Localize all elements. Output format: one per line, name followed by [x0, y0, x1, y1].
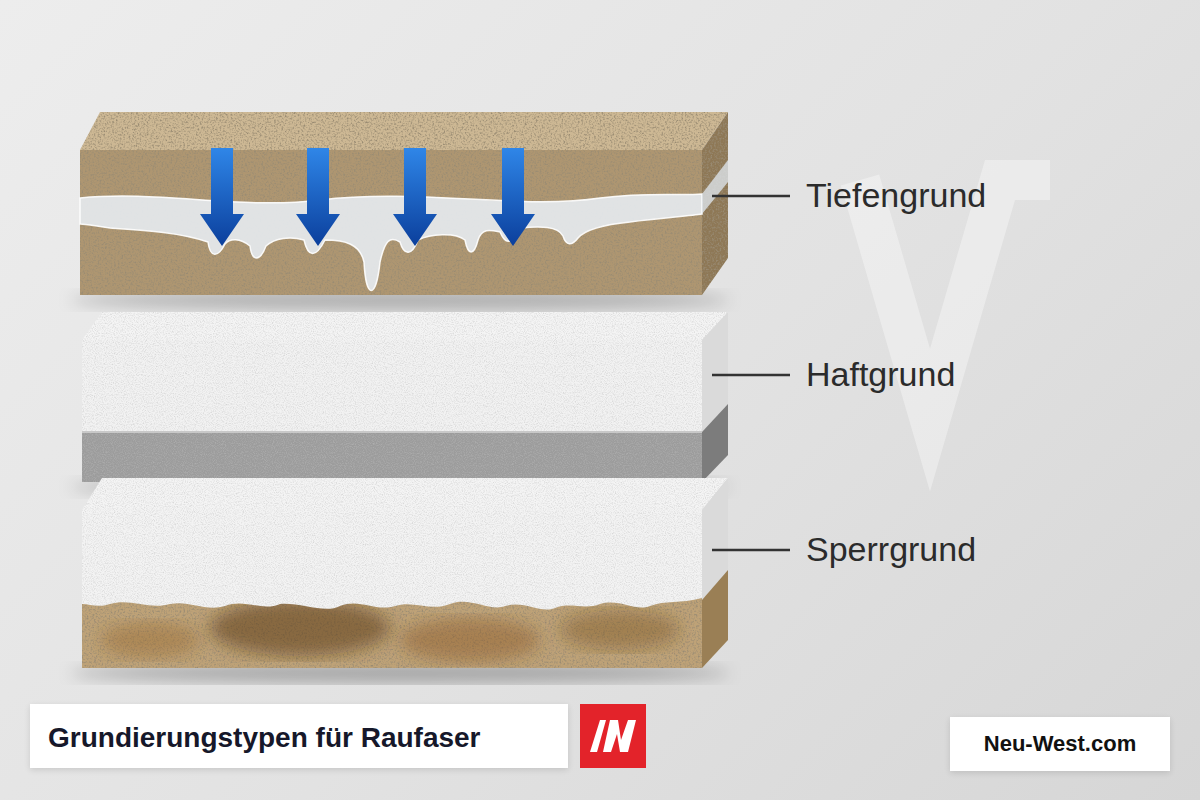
leader-line [712, 549, 790, 552]
leader-line [712, 195, 790, 198]
smooth-substrate-brick [82, 312, 728, 482]
brand-text: Neu-West.com [984, 731, 1136, 757]
title-box: Grundierungstypen für Raufaser [30, 704, 568, 768]
penetration-arrow [296, 148, 340, 246]
brand-logo [580, 704, 646, 768]
brand-box: Neu-West.com [950, 717, 1170, 771]
leader-line [712, 374, 790, 377]
layer-label: Sperrgrund [806, 531, 976, 568]
layer-label: Tiefengrund [806, 177, 986, 214]
title-text: Grundierungstypen für Raufaser [48, 721, 481, 755]
penetration-arrow [200, 148, 244, 246]
penetration-arrow [491, 148, 535, 246]
stained-substrate-brick [82, 478, 728, 668]
layer-label: Haftgrund [806, 356, 955, 393]
porous-brick [80, 112, 728, 295]
penetration-arrow [393, 148, 437, 246]
